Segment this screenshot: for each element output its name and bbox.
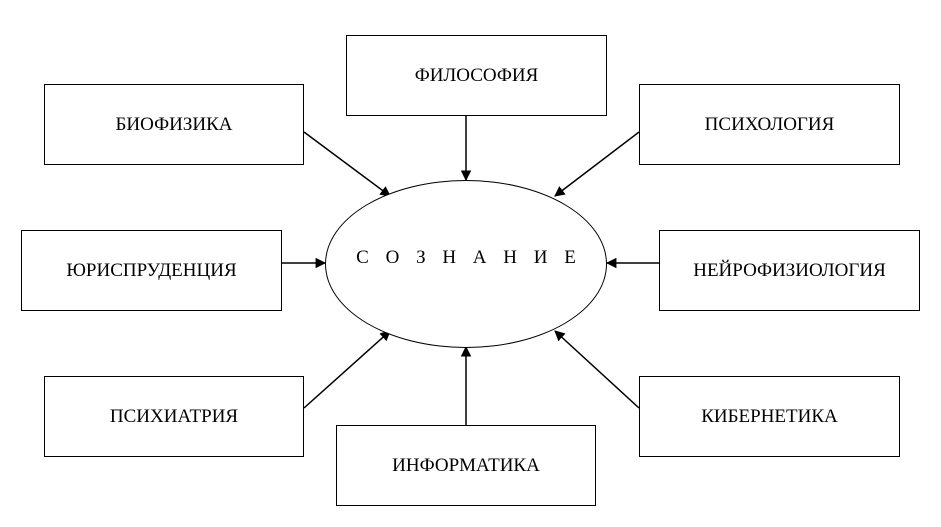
- node-label: ПСИХИАТРИЯ: [109, 405, 239, 427]
- node-jurisprudence: ЮРИСПРУДЕНЦИЯ: [21, 230, 282, 311]
- node-label: ЮРИСПРУДЕНЦИЯ: [66, 259, 237, 281]
- node-psychiatry: ПСИХИАТРИЯ: [44, 376, 304, 457]
- node-label: ИНФОРМАТИКА: [392, 454, 540, 476]
- node-label: НЕЙРОФИЗИОЛОГИЯ: [693, 259, 886, 281]
- center-ellipse: С О З Н А Н И Е: [325, 180, 607, 348]
- node-psychology: ПСИХОЛОГИЯ: [639, 84, 900, 165]
- node-cybernetics: КИБЕРНЕТИКА: [639, 376, 900, 457]
- node-label: ПСИХОЛОГИЯ: [704, 113, 835, 135]
- arrow-biophysics-to-center: [303, 131, 391, 197]
- arrow-psychiatry-to-center: [303, 330, 391, 409]
- center-label: С О З Н А Н И Е: [356, 247, 582, 268]
- node-informatics: ИНФОРМАТИКА: [336, 425, 596, 506]
- node-neurophysiology: НЕЙРОФИЗИОЛОГИЯ: [659, 230, 920, 311]
- node-label: ФИЛОСОФИЯ: [414, 64, 539, 86]
- node-biophysics: БИОФИЗИКА: [44, 84, 304, 165]
- arrow-psychology-to-center: [554, 131, 640, 197]
- node-label: КИБЕРНЕТИКА: [701, 405, 838, 427]
- node-label: БИОФИЗИКА: [115, 113, 233, 135]
- node-philosophy: ФИЛОСОФИЯ: [346, 35, 607, 116]
- arrow-cybernetics-to-center: [554, 330, 640, 409]
